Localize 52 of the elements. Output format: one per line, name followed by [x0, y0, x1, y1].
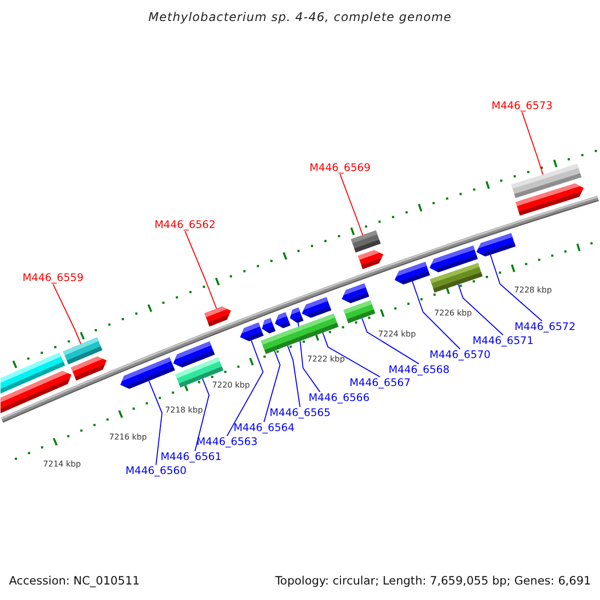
- leader-line: [340, 174, 364, 236]
- gene-label: M446_6565: [269, 406, 331, 420]
- gene-block: [476, 233, 516, 256]
- gene-label: M446_6561: [160, 450, 222, 464]
- leader-line: [522, 112, 544, 176]
- gene-block: [290, 307, 304, 323]
- gene-block: [342, 283, 376, 324]
- gene-block: [0, 352, 72, 414]
- gene-label: M446_6559: [22, 272, 84, 284]
- scale-label: 7218 kbp: [165, 405, 203, 415]
- leader-line: [362, 318, 420, 364]
- gene-block: [302, 297, 339, 338]
- leader-line: [412, 280, 460, 350]
- leader-line: [184, 230, 218, 310]
- gene-block: [62, 337, 107, 381]
- leader-line: [490, 254, 542, 322]
- gene-block: [350, 230, 384, 270]
- gene-block: [204, 306, 231, 326]
- gene-label: M446_6570: [429, 348, 491, 362]
- scale-label: 7220 kbp: [212, 380, 250, 390]
- leader-line: [264, 350, 281, 422]
- scale-label: 7226 kbp: [434, 308, 472, 318]
- gene-label: M446_6563: [196, 436, 258, 448]
- gene-label: M446_6564: [233, 422, 295, 434]
- footer-text: Accession: NC_010511: [9, 574, 140, 588]
- footer-text: Topology: circular; Length: 7,659,055 bp; Genes: 6,691: [275, 574, 591, 588]
- gene-label: M446_6566: [308, 392, 370, 404]
- gene-label: M446_6571: [472, 334, 534, 348]
- gene-label: M446_6562: [154, 218, 216, 232]
- scale-label: 7224 kbp: [378, 329, 416, 339]
- leader-line: [322, 332, 380, 378]
- scale-label: 7216 kbp: [109, 432, 147, 442]
- gene-block: [394, 262, 430, 284]
- gene-label: M446_6573: [491, 100, 553, 112]
- leader-line: [148, 380, 163, 466]
- leader-line: [194, 378, 210, 452]
- gene-label: M446_6568: [388, 364, 450, 376]
- gene-label: M446_6572: [514, 320, 576, 334]
- chart-title: Methylobacterium sp. 4-46, complete genome: [148, 11, 452, 25]
- leader-line: [52, 284, 82, 344]
- gene-label: M446_6560: [125, 464, 187, 478]
- scale-label: 7214 kbp: [43, 459, 81, 469]
- gene-label: M446_6567: [349, 376, 411, 390]
- gene-block: [511, 164, 584, 216]
- scale-label: 7222 kbp: [307, 354, 345, 364]
- leader-line: [458, 284, 504, 336]
- leader-line: [287, 345, 300, 408]
- gene-label: M446_6569: [309, 162, 371, 174]
- leader-line: [226, 340, 264, 436]
- scale-label: 7228 kbp: [514, 285, 552, 295]
- gene-block: [430, 246, 483, 293]
- gene-block: [120, 357, 175, 389]
